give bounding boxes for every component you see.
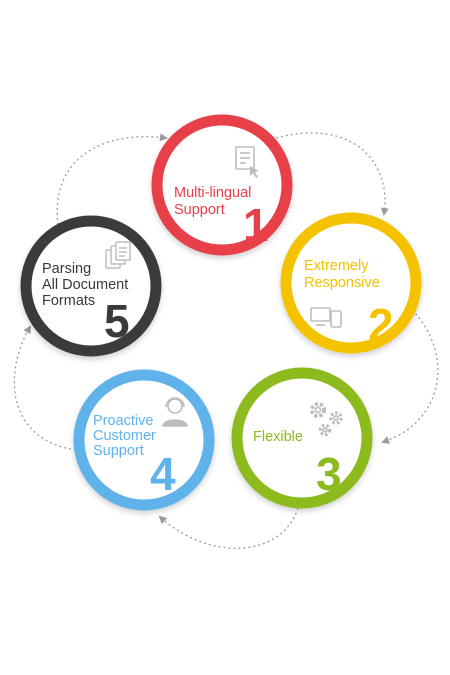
- step-4-ring: [73, 369, 215, 511]
- step-4: Proactive Customer Support 4: [73, 369, 215, 511]
- step-4-label-line: Proactive: [93, 413, 153, 429]
- arrow-2-to-3: [381, 309, 439, 444]
- step-2-ring: [280, 212, 422, 354]
- documents-stack-icon: [105, 241, 131, 269]
- step-1-label-line: Support: [174, 202, 225, 218]
- step-2-label-line: Extremely: [304, 258, 369, 274]
- arrow-5-to-1: [56, 133, 168, 226]
- step-3-number: 3: [316, 448, 342, 500]
- step-2-label-line: Responsive: [304, 275, 380, 291]
- step-4-label-line: Support: [93, 443, 144, 459]
- step-2-number: 2: [368, 299, 394, 351]
- step-4-label: Proactive Customer Support: [93, 413, 160, 459]
- step-1: Multi-lingual Support 1: [151, 114, 293, 256]
- step-5-label-line: Parsing: [42, 261, 91, 277]
- support-agent-icon: [162, 397, 188, 427]
- step-1-label: Multi-lingual Support: [174, 185, 255, 218]
- step-5-number: 5: [104, 295, 130, 347]
- connector-arrows: [13, 132, 439, 549]
- document-pointer-icon: [235, 146, 259, 178]
- step-3-ring: [231, 367, 373, 509]
- step-1-number: 1: [243, 199, 269, 251]
- arrow-3-to-4: [158, 507, 299, 549]
- step-2: Extremely Responsive 2: [280, 212, 422, 354]
- gears-icon: [310, 402, 343, 437]
- step-3-label: Flexible: [253, 429, 303, 445]
- devices-icon: [310, 307, 342, 328]
- arrow-4-to-5: [13, 325, 77, 451]
- arrow-1-to-2: [275, 132, 389, 216]
- step-5-label-line: All Document: [42, 277, 128, 293]
- step-5-label-line: Formats: [42, 293, 95, 309]
- step-1-label-line: Multi-lingual: [174, 185, 251, 201]
- step-4-label-line: Customer: [93, 428, 156, 444]
- step-2-label: Extremely Responsive: [304, 258, 380, 291]
- step-3: Flexible 3: [231, 367, 373, 509]
- step-5-label: Parsing All Document Formats: [42, 261, 132, 309]
- step-4-number: 4: [150, 448, 176, 500]
- step-5: Parsing All Document Formats 5: [20, 215, 162, 357]
